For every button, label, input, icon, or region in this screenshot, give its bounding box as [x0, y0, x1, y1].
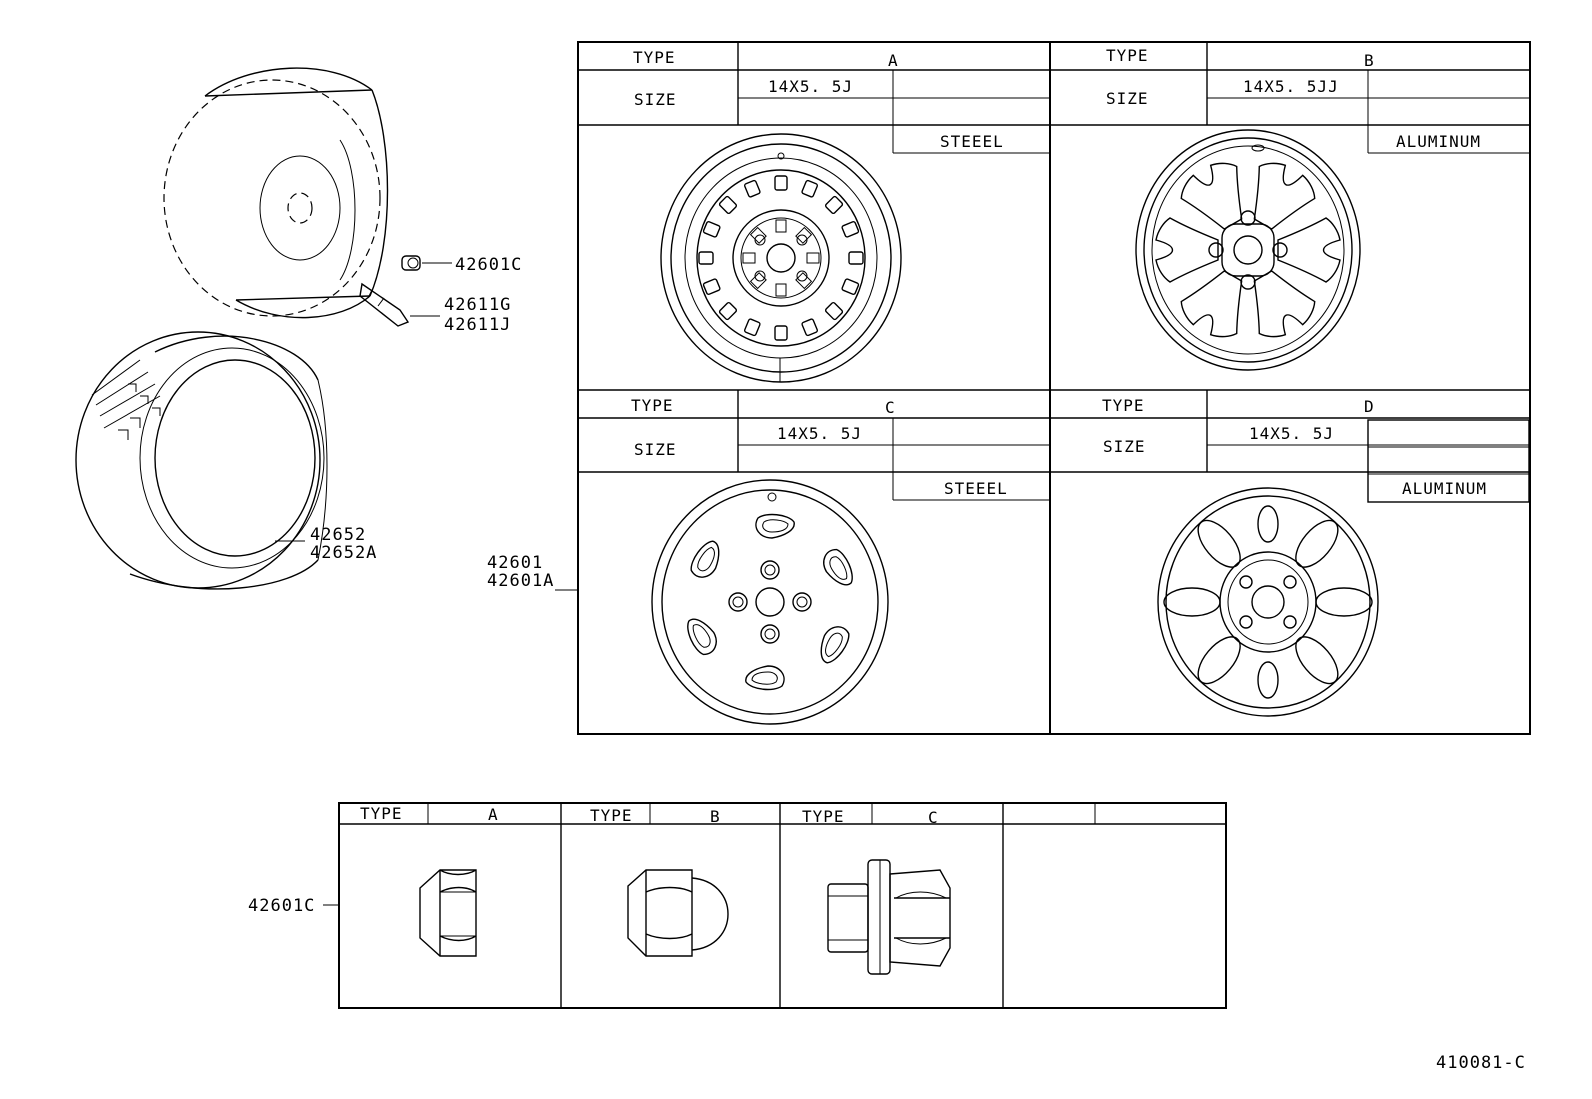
- nut-type-b-icon: [627, 869, 729, 957]
- drawing-number: 410081-C: [1436, 1053, 1526, 1073]
- part-label-42611g: 42611G: [444, 295, 511, 315]
- material-b: ALUMINUM: [1396, 132, 1481, 151]
- nut-type-a-icon: [419, 869, 477, 957]
- wheel-type-c-icon: [651, 479, 889, 725]
- type-b-value: B: [1364, 51, 1375, 70]
- nut-type-a-value: A: [488, 805, 499, 824]
- nut-type-c-value: C: [928, 808, 939, 827]
- size-c-header: SIZE: [634, 440, 677, 459]
- part-label-42652a: 42652A: [310, 543, 377, 563]
- material-a: STEEEL: [940, 132, 1004, 151]
- type-a-value: A: [888, 51, 899, 70]
- part-label-42652: 42652: [310, 525, 366, 545]
- wheel-type-a-icon: [660, 133, 902, 383]
- size-c-value: 14X5. 5J: [777, 424, 862, 443]
- spare-wheel-illustration: [163, 67, 389, 319]
- leader-lines: [275, 262, 578, 906]
- size-a-value: 14X5. 5J: [768, 77, 853, 96]
- part-label-42601c: 42601C: [455, 255, 522, 275]
- size-b-header: SIZE: [1106, 89, 1149, 108]
- nut-type-b-value: B: [710, 807, 721, 826]
- valve-stem-icon: [359, 282, 410, 327]
- part-label-42611j: 42611J: [444, 315, 511, 335]
- material-c: STEEEL: [944, 479, 1008, 498]
- wheel-table: [577, 41, 1531, 735]
- size-a-header: SIZE: [634, 90, 677, 109]
- size-d-header: SIZE: [1103, 437, 1146, 456]
- type-c-value: C: [885, 398, 896, 417]
- type-d-value: D: [1364, 397, 1375, 416]
- type-a-header: TYPE: [633, 48, 676, 67]
- nut-type-c-icon: [827, 859, 951, 975]
- part-label-42601c-nut: 42601C: [248, 896, 315, 916]
- nut-type-b-header: TYPE: [590, 806, 633, 825]
- type-d-header: TYPE: [1102, 396, 1145, 415]
- nut-type-a-header: TYPE: [360, 804, 403, 823]
- nut-table: [338, 802, 1227, 1009]
- wheel-type-b-icon: [1135, 129, 1361, 371]
- part-label-42601a: 42601A: [487, 571, 554, 591]
- size-d-value: 14X5. 5J: [1249, 424, 1334, 443]
- part-label-42601: 42601: [487, 553, 543, 573]
- size-b-value: 14X5. 5JJ: [1243, 77, 1339, 96]
- wheel-type-d-icon: [1157, 487, 1379, 717]
- hub-nut-small-icon: [401, 255, 421, 271]
- type-c-header: TYPE: [631, 396, 674, 415]
- material-d: ALUMINUM: [1402, 479, 1487, 498]
- tire-illustration: [75, 331, 328, 590]
- nut-type-c-header: TYPE: [802, 807, 845, 826]
- type-b-header: TYPE: [1106, 46, 1149, 65]
